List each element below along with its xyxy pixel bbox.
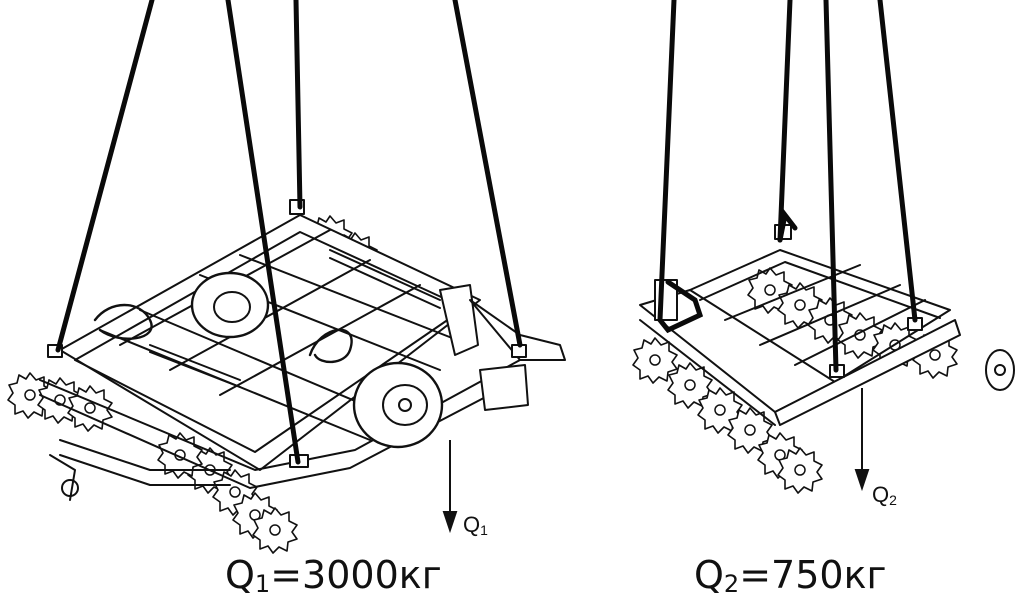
slings-right [657,0,918,373]
slings-left [55,0,523,465]
caption-q2-weight: Q2=750кг [694,553,887,598]
force-arrow-right [854,388,870,492]
force-arrow-left [442,440,458,534]
cultivator-machine-left [7,199,566,554]
caption-q1-weight: Q1=3000кг [225,553,442,598]
force-label-q2: Q2 [872,482,897,508]
force-label-q1: Q1 [463,512,488,538]
disc-harrow-machine-right [632,224,1015,494]
